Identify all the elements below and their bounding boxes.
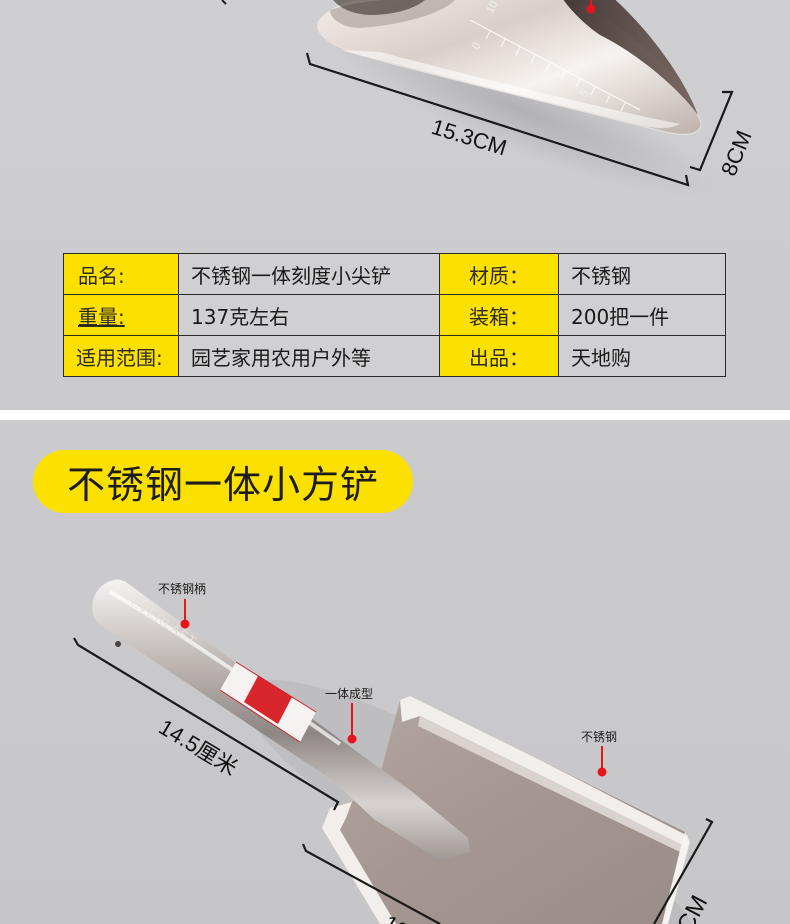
product-panel-pointed-trowel: 0 10 5 15 15.3CM 8CM 品名: 不锈钢一体刻度小尖铲 材质： …	[0, 0, 790, 410]
spec-value-packing: 200把一件	[558, 294, 726, 336]
callout-pin-joint	[347, 703, 357, 744]
blade-width-bracket	[653, 818, 714, 924]
spec-row: 适用范围: 园艺家用农用户外等 出品： 天地购	[63, 335, 726, 377]
shovel-blade	[322, 696, 690, 924]
spec-key-weight: 重量:	[63, 294, 179, 336]
scale-mark-15: 15	[589, 47, 605, 63]
shovel-handle	[92, 579, 470, 860]
callout-pin-handle	[180, 599, 190, 629]
pointed-trowel-image: 0 10 5 15	[221, 0, 734, 197]
spec-key-brand: 出品：	[439, 335, 559, 377]
width-dimension-bracket	[689, 90, 734, 172]
length-dimension-bracket	[305, 52, 690, 187]
callout-label-blade: 不锈钢	[581, 730, 618, 744]
callout-pin-blade	[597, 746, 607, 777]
callout-dot	[586, 4, 596, 14]
spec-key-weight-text: 重量:	[78, 304, 125, 329]
spec-value-name: 不锈钢一体刻度小尖铲	[178, 253, 440, 295]
product-panel-square-shovel: EVERLAST 不锈钢一体小方铲 不锈钢柄 一体成型 不锈钢 14.5厘米 1…	[0, 420, 790, 924]
square-shovel-image: EVERLAST	[73, 579, 714, 924]
spec-key-packing: 装箱：	[439, 294, 559, 336]
spec-value-usage: 园艺家用农用户外等	[178, 335, 440, 377]
handle-length-bracket	[73, 637, 340, 811]
spec-row: 重量: 137克左右 装箱： 200把一件	[63, 294, 726, 336]
spec-key-material: 材质：	[439, 253, 559, 295]
spec-key-name: 品名:	[63, 253, 179, 295]
blade-length-bracket	[301, 843, 441, 924]
callout-label-joint: 一体成型	[325, 687, 374, 701]
section-title-pill: 不锈钢一体小方铲	[33, 450, 413, 513]
scale-mark-5: 5	[578, 88, 591, 99]
scale-mark-0: 0	[470, 40, 483, 51]
spec-key-usage: 适用范围:	[63, 335, 179, 377]
section-divider	[0, 410, 790, 420]
spec-table: 品名: 不锈钢一体刻度小尖铲 材质： 不锈钢 重量: 137克左右 装箱： 20…	[63, 253, 726, 377]
section-title: 不锈钢一体小方铲	[66, 463, 379, 507]
spec-value-brand: 天地购	[558, 335, 726, 377]
handle-label-sticker	[219, 661, 317, 743]
scale-mark-10: 10	[484, 0, 500, 15]
spec-row: 品名: 不锈钢一体刻度小尖铲 材质： 不锈钢	[63, 253, 726, 295]
spec-value-material: 不锈钢	[558, 253, 726, 295]
callout-label-handle: 不锈钢柄	[158, 582, 207, 596]
scale-ticks	[485, 30, 626, 112]
spec-value-weight: 137克左右	[178, 294, 440, 336]
